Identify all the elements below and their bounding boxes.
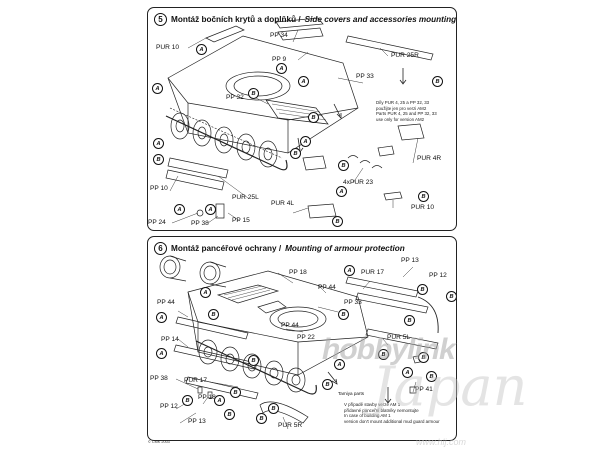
part-pur4r: PUR 4R xyxy=(417,155,442,162)
part-pp12-bottom: PP 12 xyxy=(160,403,178,410)
part-pp32: PP 32 xyxy=(226,94,244,101)
step5-tank-drawing xyxy=(165,17,434,224)
part-pp44-right: PP 44 xyxy=(318,284,336,291)
badge-b: B xyxy=(338,160,349,171)
badge-a: A xyxy=(196,44,207,55)
badge-b: B xyxy=(338,309,349,320)
part-pp18-top: PP 18 xyxy=(289,269,307,276)
watermark-script: Japan xyxy=(372,355,528,418)
badge-b: B xyxy=(182,395,193,406)
part-pur5r: PUR 5R xyxy=(278,422,303,429)
badge-b: B xyxy=(322,379,333,390)
part-pp10: PP 10 xyxy=(150,185,168,192)
part-pur5l: PUR 5L xyxy=(387,334,411,341)
step6-title-en: Mounting of armour protection xyxy=(285,244,405,253)
badge-b: B xyxy=(308,112,319,123)
part-pur4l: PUR 4L xyxy=(271,200,295,207)
step5-number: 5 xyxy=(154,13,167,26)
badge-a: A xyxy=(402,367,413,378)
badge-b: B xyxy=(248,88,259,99)
badge-a: A xyxy=(200,287,211,298)
watermark-brand: hobbylink xyxy=(322,333,456,366)
badge-b: B xyxy=(230,387,241,398)
part-pp13-bottom: PP 13 xyxy=(188,418,206,425)
part-pp33: PP 33 xyxy=(344,299,362,306)
badge-b: B xyxy=(446,291,456,302)
badge-a: A xyxy=(214,395,225,406)
badge-b: B xyxy=(426,371,437,382)
badge-b: B xyxy=(268,403,279,414)
step6-header: 6 Montáž pancéřové ochrany / Mounting of… xyxy=(154,242,405,255)
part-pp18-bottom: PP 18 xyxy=(198,394,216,401)
step6-number: 6 xyxy=(154,242,167,255)
part-pur17-top: PUR 17 xyxy=(361,269,385,276)
badge-b: B xyxy=(290,148,301,159)
badge-a: A xyxy=(156,348,167,359)
step5-title-en: Side covers and accessories mounting xyxy=(304,15,457,24)
part-pp38: PP 38 xyxy=(150,375,168,382)
part-pp22: PP 22 xyxy=(297,334,315,341)
badge-a: A xyxy=(153,138,164,149)
badge-a: A xyxy=(334,359,345,370)
badge-b: B xyxy=(404,315,415,326)
copyright-text: © CMK 2003 xyxy=(148,440,170,444)
step5-title-cz: Montáž bočních krytů a doplňků / xyxy=(171,15,301,24)
badge-a: A xyxy=(276,63,287,74)
part-pp13-top: PP 13 xyxy=(401,257,419,264)
part-pur17-bottom: PUR 17 xyxy=(184,377,208,384)
part-pp15: PP 15 xyxy=(232,217,250,224)
part-pp44-left: PP 44 xyxy=(157,299,175,306)
part-pur25r: PUR 25R xyxy=(391,52,419,59)
part-pp34: PP 34 xyxy=(270,32,288,39)
badge-b: B xyxy=(418,352,429,363)
badge-a: A xyxy=(152,83,163,94)
part-pp14: PP 14 xyxy=(161,336,179,343)
badge-b: B xyxy=(256,413,267,424)
badge-a: A xyxy=(336,186,347,197)
part-pur25l: PUR 25L xyxy=(232,194,259,201)
part-pp44-middle: PP 44 xyxy=(281,322,299,329)
badge-b: B xyxy=(224,409,235,420)
badge-b: B xyxy=(432,76,443,87)
part-pp9: PP 9 xyxy=(272,56,287,63)
badge-a: A xyxy=(174,204,185,215)
badge-b: B xyxy=(332,216,343,227)
badge-b: B xyxy=(153,154,164,165)
badge-a: A xyxy=(300,136,311,147)
badge-a: A xyxy=(205,204,216,215)
badge-b: B xyxy=(417,284,428,295)
watermark-url: www.hlj.com xyxy=(416,437,467,447)
badge-a: A xyxy=(344,265,355,276)
step6-title-cz: Montáž pancéřové ochrany / xyxy=(171,244,282,253)
badge-b: B xyxy=(418,191,429,202)
part-4xpur23: 4xPUR 23 xyxy=(343,179,374,186)
step6-panel: 6 Montáž pancéřové ochrany / Mounting of… xyxy=(147,236,457,441)
step5-note: Díly PUR 4, 25 a PP 32, 33 použijte jen … xyxy=(376,100,437,122)
part-pur10-top: PUR 10 xyxy=(156,44,180,51)
step5-panel: 5 Montáž bočních krytů a doplňků / Side … xyxy=(147,7,457,231)
part-pp38: PP 38 xyxy=(191,220,209,227)
badge-a: A xyxy=(298,76,309,87)
badge-b: B xyxy=(208,309,219,320)
badge-b: B xyxy=(248,355,259,366)
step5-header: 5 Montáž bočních krytů a doplňků / Side … xyxy=(154,13,456,26)
badge-b: B xyxy=(378,349,389,360)
part-pur10-bottom: PUR 10 xyxy=(411,204,435,211)
badge-a: A xyxy=(156,312,167,323)
tamiya-parts-label: Tamiya parts xyxy=(338,391,365,396)
part-pp33: PP 33 xyxy=(356,73,374,80)
step6-note: V případě stavby verze AM 1 přídavné pan… xyxy=(344,402,440,424)
part-pp41: PP 41 xyxy=(415,386,433,393)
part-pp12-top: PP 12 xyxy=(429,272,447,279)
part-pp24: PP 24 xyxy=(148,219,166,226)
